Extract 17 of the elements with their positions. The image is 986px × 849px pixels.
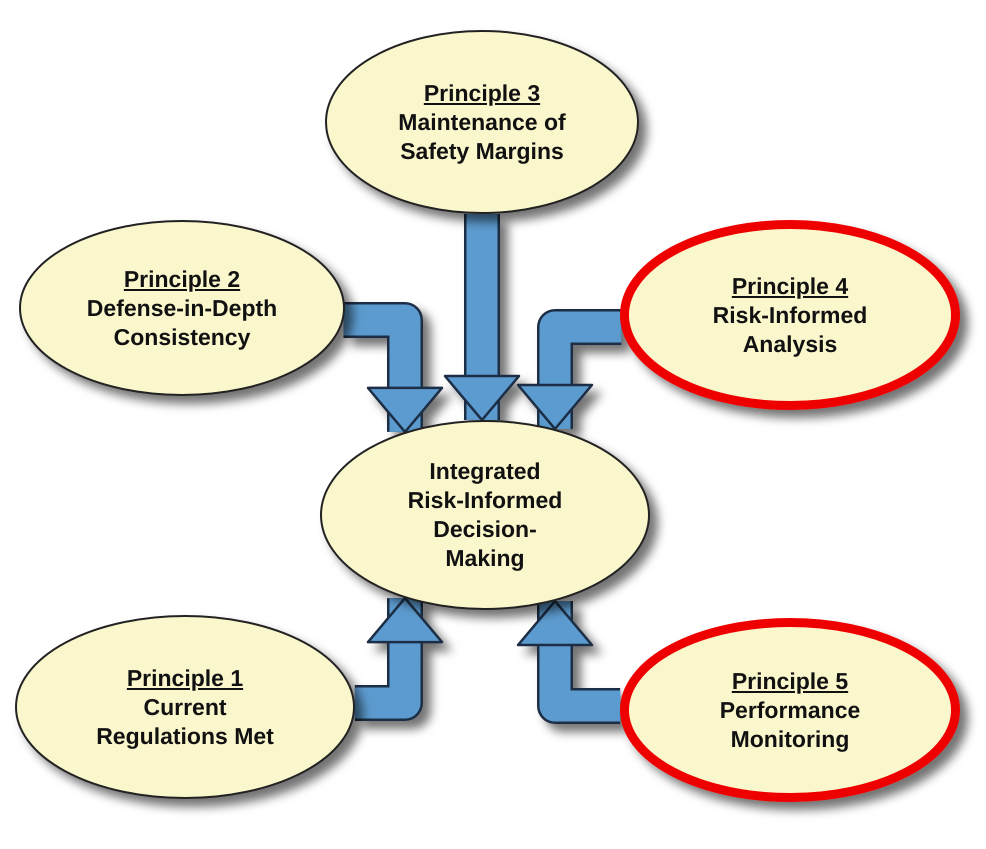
ellipse-node (19, 220, 345, 396)
principle-heading: Principle 3 (424, 78, 540, 108)
principle-text: Risk-Informed Analysis (712, 300, 868, 358)
principle-heading: Principle 2 (124, 264, 240, 294)
ellipse-node (320, 420, 650, 610)
principle-text: Current Regulations Met (95, 692, 275, 750)
principle-heading: Principle 1 (126, 664, 244, 692)
principle-text: Performance Monitoring (718, 696, 862, 754)
principle-text: Integrated Risk-Informed Decision-Making (406, 457, 564, 573)
principle-text: Maintenance of Safety Margins (397, 108, 567, 166)
principle-heading: Principle 4 (732, 272, 848, 300)
principle-heading: Principle 5 (732, 666, 848, 696)
principle-text: Defense-in-Depth Consistency (86, 294, 278, 352)
ellipse-node (325, 30, 639, 214)
ellipse-node (620, 618, 960, 802)
ellipse-node (15, 615, 355, 799)
ellipse-node (620, 220, 960, 410)
